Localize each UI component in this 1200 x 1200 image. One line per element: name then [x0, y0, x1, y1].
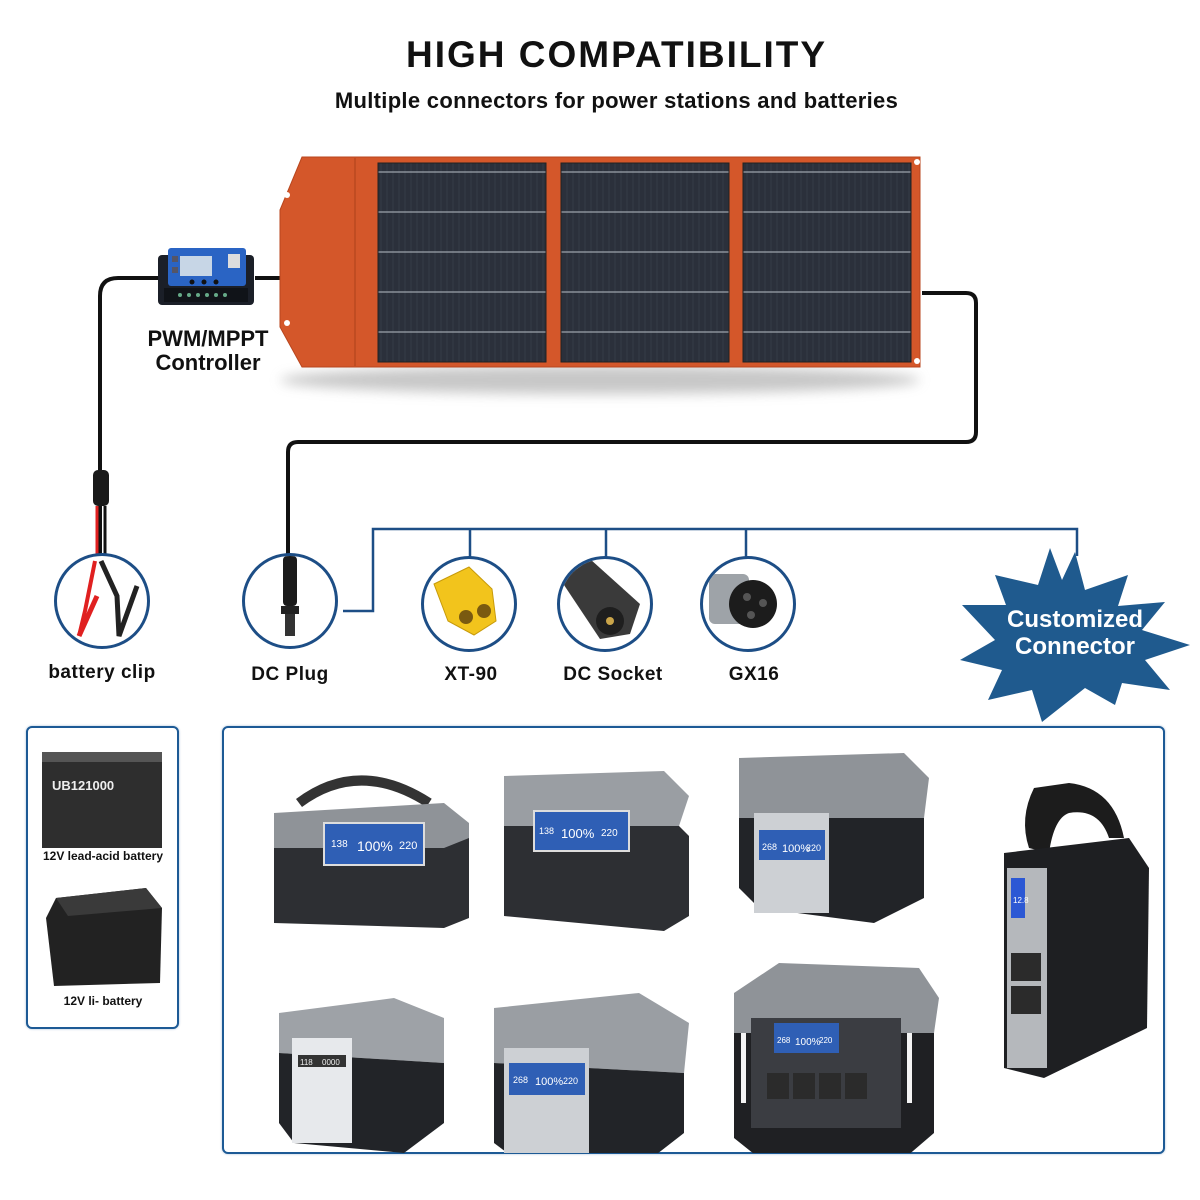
svg-text:220: 220 — [399, 840, 417, 852]
svg-text:138: 138 — [539, 826, 554, 836]
lead-acid-label: 12V lead-acid battery — [42, 849, 164, 863]
dc-socket-label: DC Socket — [563, 664, 663, 685]
battery-box: UB121000 12V lead-acid battery 12V li- b… — [26, 726, 179, 1029]
power-station-3: 268 100% 220 — [739, 753, 929, 923]
charge-controller-icon — [158, 248, 254, 305]
svg-text:220: 220 — [563, 1076, 578, 1086]
svg-text:100%: 100% — [357, 838, 393, 854]
svg-text:100%: 100% — [795, 1037, 821, 1048]
solar-cell-panel-3 — [742, 162, 912, 363]
svg-text:100%: 100% — [782, 843, 810, 855]
lithium-battery-icon — [46, 888, 162, 986]
customized-connector-text: Customized Connector — [990, 606, 1160, 660]
svg-text:118: 118 — [300, 1058, 313, 1067]
solar-cell-panel-1 — [377, 162, 547, 363]
cable-panel-to-dc-plug — [286, 291, 978, 560]
lead-acid-battery-icon: UB121000 — [42, 752, 162, 848]
battery-clip-icon — [76, 559, 140, 638]
power-station-7: 268 100% 220 — [734, 963, 939, 1153]
customized-connector-badge — [960, 548, 1190, 722]
battery-clip-item — [54, 553, 150, 649]
svg-text:268: 268 — [777, 1036, 791, 1045]
dc-plug-label: DC Plug — [251, 664, 329, 685]
power-station-4: 12.8 — [1004, 783, 1149, 1078]
controller-label-line2: Controller — [155, 350, 261, 375]
power-station-box: 138 100% 220 138 100% 220 268 100% 220 — [222, 726, 1165, 1154]
dc-plug-icon — [281, 556, 299, 636]
cable-controller-to-clip — [98, 276, 160, 590]
power-station-1: 138 100% 220 — [274, 775, 469, 928]
svg-text:12.8: 12.8 — [1013, 896, 1029, 905]
badge-line2: Connector — [1015, 633, 1135, 660]
gx16-label: GX16 — [728, 664, 780, 685]
svg-text:100%: 100% — [535, 1076, 563, 1088]
connector-branch-line — [343, 527, 1079, 613]
svg-text:220: 220 — [819, 1036, 833, 1045]
xt-90-label: XT-90 — [444, 664, 498, 685]
inline-connector-icon — [93, 470, 109, 506]
power-station-5: 118 0000 — [279, 998, 444, 1153]
dc-socket-item — [557, 556, 653, 652]
gx16-connector-icon — [709, 574, 777, 628]
page-subtitle: Multiple connectors for power stations a… — [334, 88, 899, 113]
solar-cell-panel-2 — [560, 162, 730, 363]
power-station-6: 268 100% 220 — [494, 993, 689, 1153]
xt-90-item — [421, 556, 517, 652]
page-title: HIGH COMPATIBILITY — [405, 34, 828, 75]
power-station-2: 138 100% 220 — [504, 771, 689, 931]
svg-text:220: 220 — [806, 843, 821, 853]
gx16-item — [700, 556, 796, 652]
svg-text:100%: 100% — [561, 826, 595, 841]
controller-label: PWM/MPPT Controller — [118, 327, 298, 375]
solar-panel — [279, 156, 921, 368]
controller-label-line1: PWM/MPPT — [147, 326, 269, 351]
svg-text:220: 220 — [601, 828, 618, 839]
badge-line1: Customized — [1006, 606, 1143, 633]
svg-text:268: 268 — [513, 1075, 528, 1085]
svg-text:138: 138 — [331, 839, 348, 850]
li-battery-label: 12V li- battery — [63, 994, 143, 1008]
dc-plug-item — [242, 553, 338, 649]
battery-model-text: UB121000 — [52, 778, 114, 793]
svg-text:0000: 0000 — [322, 1058, 340, 1067]
panel-shadow — [280, 366, 920, 394]
battery-clip-label: battery clip — [48, 662, 156, 683]
dc-socket-icon — [560, 559, 640, 639]
svg-text:268: 268 — [762, 842, 777, 852]
xt90-connector-icon — [433, 566, 497, 636]
